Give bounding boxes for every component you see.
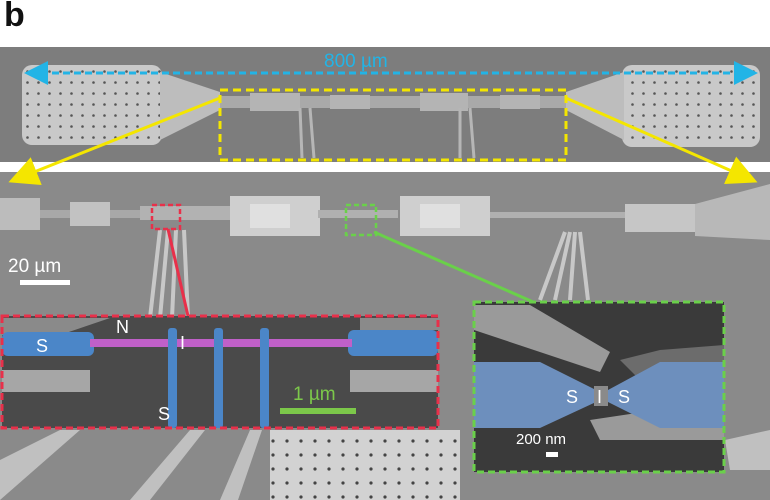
superconductor-right [348, 330, 438, 356]
bowtie-right [608, 362, 724, 428]
label-i-junction: I [597, 387, 602, 407]
scale-bar-1um [280, 408, 356, 414]
scale-text-20um: 20 µm [8, 256, 61, 277]
zoom-arrow-right [565, 96, 758, 185]
label-i: I [180, 333, 185, 353]
probe-2 [214, 328, 223, 428]
label-n: N [116, 317, 129, 337]
zoom-box-right [344, 203, 378, 237]
pointer-left [166, 228, 190, 317]
contact-pad-right [622, 65, 760, 147]
probe-1 [168, 328, 177, 428]
contact-pad-left [22, 65, 162, 145]
scale-bar-200nm [546, 452, 558, 457]
scale-text-200nm: 200 nm [516, 431, 566, 448]
inset-right [472, 300, 726, 474]
junction-insulator [594, 386, 608, 406]
inset-left [0, 314, 440, 430]
scale-text-1um: 1 µm [293, 384, 336, 405]
zoom-arrow-left [8, 96, 221, 186]
label-s-junction-right: S [618, 387, 630, 407]
zoom-box-left [150, 203, 182, 231]
bowtie-left [474, 362, 596, 428]
overview-image [0, 47, 770, 162]
panel-label: b [4, 0, 25, 34]
scale-bar-20um [20, 280, 70, 285]
label-s-bottom: S [158, 404, 170, 424]
label-s-junction-left: S [566, 387, 578, 407]
label-s-left: S [36, 336, 48, 356]
bottom-pad [270, 430, 460, 500]
probe-3 [260, 328, 269, 428]
pointer-right [373, 230, 541, 307]
zoom-box [218, 88, 568, 162]
superconductor-left [2, 332, 94, 356]
scale-text-800um: 800 µm [324, 51, 388, 72]
